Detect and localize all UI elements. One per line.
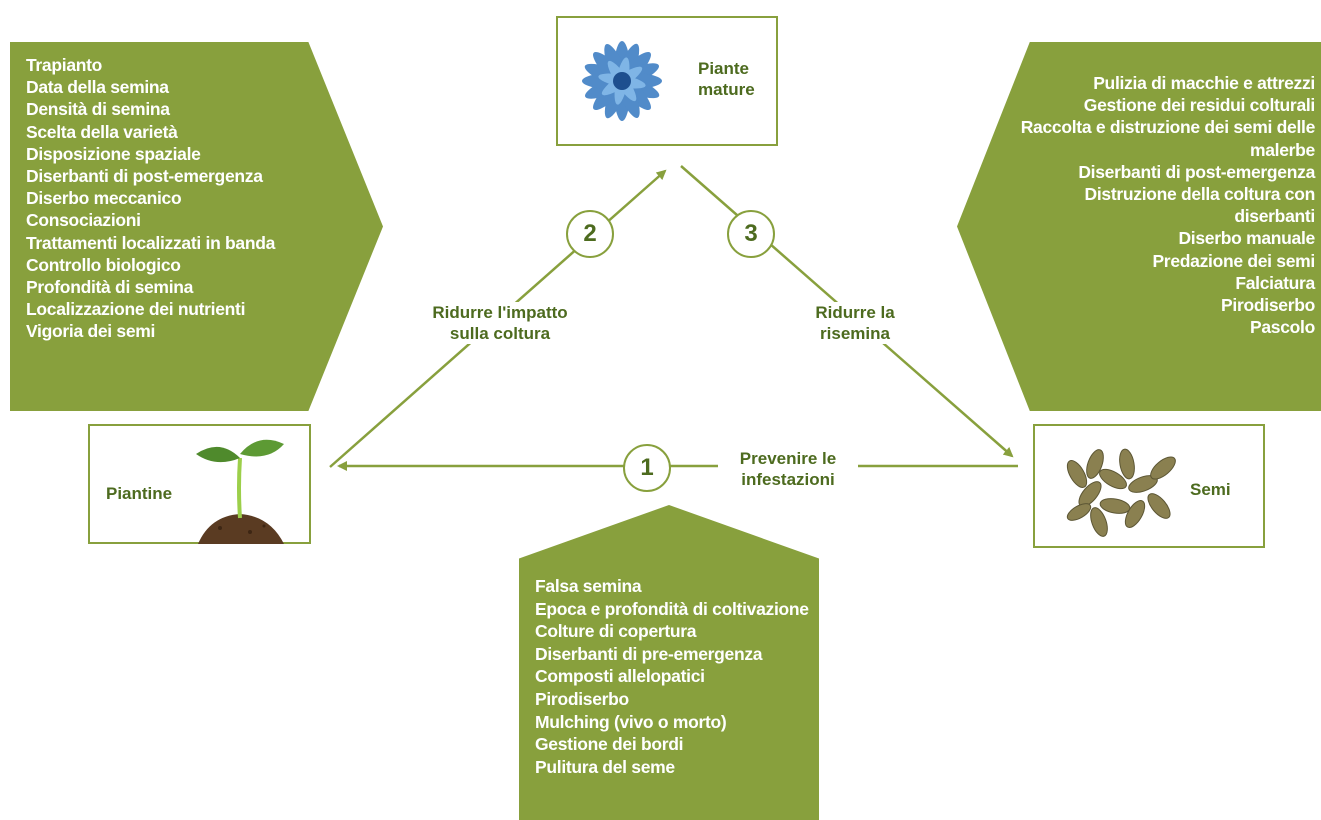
list-item: Diserbanti di pre-emergenza	[535, 643, 763, 664]
node-seedlings: Piantine	[88, 424, 311, 544]
list-item: Scelta della varietà	[26, 121, 178, 142]
list-item: Trapianto	[26, 55, 103, 75]
list-item: Colture di copertura	[535, 621, 697, 642]
list-item: Gestione dei bordi	[535, 734, 684, 755]
seedling-icon	[196, 439, 284, 544]
list-item: Pirodiserbo	[535, 688, 629, 709]
list-item: Vigoria dei semi	[26, 321, 156, 342]
list-item: Diserbo manuale	[1178, 228, 1315, 249]
list-item: Controllo biologico	[26, 254, 181, 275]
node-label-mature-plants: Piante mature	[698, 59, 755, 99]
list-item: Falsa semina	[535, 576, 642, 596]
goal-label-prevent-infestations: Prevenire le infestazioni	[718, 448, 858, 490]
node-seeds: Semi	[1033, 424, 1265, 548]
panel-prevent-infestation-practices: Falsa semina Epoca e profondità di colti…	[519, 505, 819, 820]
node-label-seedlings: Piantine	[106, 484, 173, 503]
list-item: Falciatura	[1235, 272, 1315, 293]
list-item: Data della semina	[26, 77, 169, 98]
list-item: Composti allelopatici	[535, 666, 705, 687]
node-mature-plants: Piante mature	[556, 16, 778, 146]
list-bottom: Falsa semina Epoca e profondità di colti…	[535, 575, 809, 778]
list-item: Distruzione della coltura con diserbanti	[1084, 184, 1315, 227]
list-item: Pulizia di macchie e attrezzi	[1093, 73, 1315, 93]
list-item: Gestione dei residui colturali	[1083, 95, 1316, 116]
step-3-circle: 3	[727, 210, 775, 258]
goal-label-reduce-impact: Ridurre l'impatto sulla coltura	[410, 302, 590, 344]
list-item: Trattamenti localizzati in banda	[26, 232, 276, 253]
list-item: Predazione dei semi	[1152, 250, 1315, 271]
panel-reduce-impact-practices: Trapianto Data della semina Densità di s…	[10, 42, 383, 411]
goal-label-reduce-reseeding: Ridurre la risemina	[795, 302, 915, 344]
list-item: Epoca e profondità di coltivazione	[535, 598, 809, 619]
list-item: Localizzazione dei nutrienti	[26, 299, 246, 320]
list-item: Densità di semina	[26, 99, 170, 120]
list-right: Pulizia di macchie e attrezzi Gestione d…	[1015, 72, 1316, 338]
list-item: Mulching (vivo o morto)	[535, 711, 727, 732]
node-label-seeds: Semi	[1190, 480, 1231, 499]
step-2-circle: 2	[566, 210, 614, 258]
panel-reduce-reseeding-practices: Pulizia di macchie e attrezzi Gestione d…	[957, 42, 1321, 411]
list-item: Profondità di semina	[26, 277, 194, 298]
step-1-circle: 1	[623, 444, 671, 492]
list-item: Diserbanti di post-emergenza	[1078, 161, 1315, 182]
blue-flower-icon	[582, 41, 662, 121]
list-item: Diserbo meccanico	[26, 188, 182, 209]
pumpkin-seeds-icon	[1066, 448, 1176, 537]
list-item: Pascolo	[1249, 317, 1315, 338]
list-left: Trapianto Data della semina Densità di s…	[26, 54, 275, 343]
list-item: Raccolta e distruzione dei semi delle ma…	[1020, 117, 1316, 160]
list-item: Pulitura del seme	[535, 756, 675, 777]
list-item: Consociazioni	[26, 210, 141, 231]
list-item: Disposizione spaziale	[26, 143, 201, 164]
list-item: Diserbanti di post-emergenza	[26, 166, 263, 187]
list-item: Pirodiserbo	[1221, 295, 1315, 316]
